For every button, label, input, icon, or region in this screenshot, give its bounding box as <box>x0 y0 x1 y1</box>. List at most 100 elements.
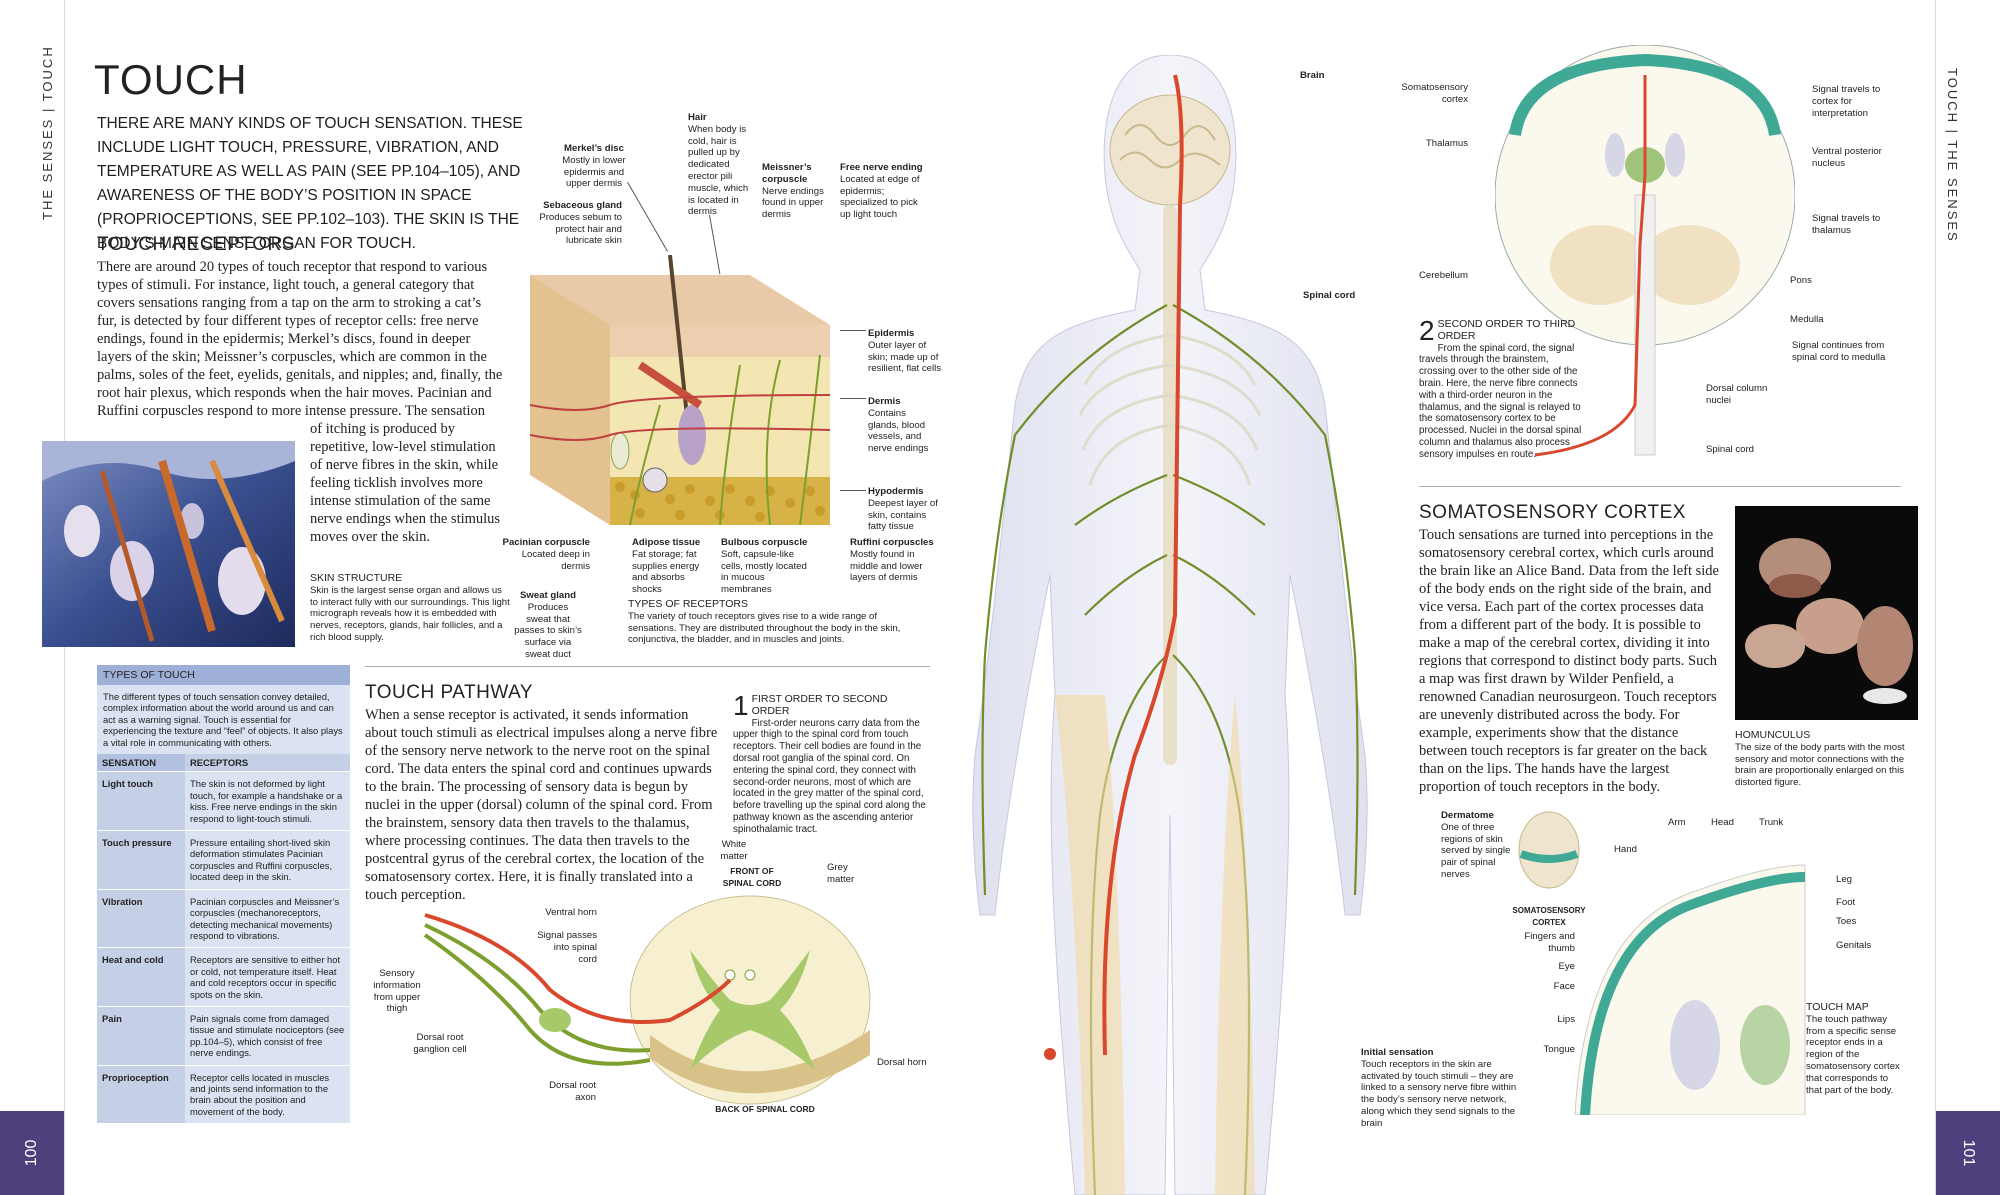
touch-receptors-text: There are around 20 types of touch recep… <box>97 258 517 546</box>
label-title: Sebaceous gland <box>543 200 622 211</box>
running-head-right: TOUCH | THE SENSES <box>1945 68 1960 243</box>
leader-line <box>840 398 866 399</box>
leader-line <box>840 330 866 331</box>
skin-micrograph-art <box>42 441 295 647</box>
types-of-touch-heading: TYPES OF TOUCH <box>97 665 350 685</box>
label-text: Nerve endings found in upper dermis <box>762 185 824 221</box>
skin-structure-caption: SKIN STRUCTURE Skin is the largest sense… <box>310 572 510 644</box>
text-line: of itching is produced by <box>310 421 455 437</box>
step-2-text: 2 SECOND ORDER TO THIRD ORDER From the s… <box>1419 317 1587 461</box>
text-line: Ruffini corpuscles respond to more inten… <box>97 403 486 419</box>
text-line: types of stimuli. For instance, light to… <box>97 277 475 293</box>
label-white-matter: White matter <box>720 839 748 862</box>
label-head: Head <box>1711 817 1734 828</box>
step-1-body: First-order neurons carry data from the … <box>733 717 926 835</box>
receptor-cell: Pain signals come from damaged tissue an… <box>185 1006 350 1066</box>
label-title: Pacinian corpuscle <box>502 537 590 548</box>
label-text: One of three regions of skin served by s… <box>1441 821 1511 880</box>
right-page-edge: TOUCH | THE SENSES 101 <box>1935 0 2000 1195</box>
label-thalamus: Thalamus <box>1425 138 1468 149</box>
label-text: Produces sebum to protect hair and lubri… <box>539 211 622 247</box>
label-signal-to-cortex: Signal travels to cortex for interpretat… <box>1812 84 1881 119</box>
skin-micrograph <box>42 441 295 647</box>
text-line: There are around 20 types of touch recep… <box>97 259 488 275</box>
touch-map-caption: TOUCH MAP The touch pathway from a speci… <box>1806 1001 1901 1096</box>
somatosensory-cortex-band <box>1509 53 1781 137</box>
signal-path <box>424 913 732 1024</box>
page-number-left: 100 <box>23 1139 40 1167</box>
step-1-heading: FIRST ORDER TO SECOND ORDER <box>751 693 888 717</box>
intro-text: THERE ARE MANY KINDS OF TOUCH SENSATION.… <box>97 115 523 252</box>
receptor-cell: Receptor cells located in muscles and jo… <box>185 1065 350 1125</box>
skin-block-illustration <box>529 255 831 526</box>
text-line: fur, is detected by four different types… <box>97 313 479 329</box>
text-line: endings, found in the epidermis; Merkel’… <box>97 331 471 347</box>
label-pons: Pons <box>1790 275 1812 286</box>
label-spinal-cord-body: Spinal cord <box>1303 290 1356 301</box>
small-brain-icon <box>1518 811 1580 889</box>
label-text: Located deep in dermis <box>521 548 590 572</box>
leader-line <box>627 182 668 252</box>
label-foot: Foot <box>1836 897 1856 908</box>
skin-structure-heading: SKIN STRUCTURE <box>310 572 403 584</box>
types-of-receptors-heading: TYPES OF RECEPTORS <box>628 598 748 610</box>
page-number-left-tab: 100 <box>0 1111 64 1195</box>
label-text: Mostly found in middle and lower layers … <box>850 548 923 584</box>
label-text: Fat storage; fat supplies energy and abs… <box>632 548 700 596</box>
types-of-touch-intro: The different types of touch sensation c… <box>103 691 343 748</box>
label-signal-passes: Signal passes into spinal cord <box>537 930 597 965</box>
homunculus-caption: HOMUNCULUS The size of the body parts wi… <box>1735 729 1915 789</box>
homunculus-text: The size of the body parts with the most… <box>1735 741 1905 789</box>
text-line: repetitive, low-level stimulation <box>310 439 496 455</box>
skin-surface <box>530 275 830 325</box>
label-sensory-information: Sensory information from upper thigh <box>373 968 421 1015</box>
touch-map-cortex-section <box>1574 864 1806 1115</box>
section-divider <box>1419 486 1901 487</box>
label-text: Mostly in lower epidermis and upper derm… <box>562 154 626 190</box>
cord-white-matter <box>629 895 871 1105</box>
section-divider <box>365 666 930 667</box>
col-header-receptors: RECEPTORS <box>185 754 350 773</box>
label-dorsal-horn: Dorsal horn <box>877 1057 927 1068</box>
label-title: Sweat gland <box>520 590 576 601</box>
label-medulla: Medulla <box>1790 314 1824 325</box>
brain-shape <box>1109 94 1231 206</box>
cord-grey-matter <box>690 950 815 1070</box>
receptor-cell: Receptors are sensitive to either hot or… <box>185 947 350 1007</box>
brain-signal-path <box>1534 75 1647 457</box>
label-title: Epidermis <box>868 328 915 339</box>
sweat-gland <box>642 467 668 493</box>
sensation-cell: Pain <box>97 1006 185 1066</box>
types-of-touch-panel: TYPES OF TOUCH The different types of to… <box>97 665 350 1125</box>
leader-line <box>840 490 866 491</box>
label-title: Dermis <box>868 396 901 407</box>
skin-structure-text: Skin is the largest sense organ and allo… <box>310 584 510 643</box>
ribcage <box>1078 333 1262 486</box>
label-text: Soft, capsule-like cells, mostly located… <box>721 548 807 596</box>
homunculus-photo <box>1735 506 1918 720</box>
step-2-heading: SECOND ORDER TO THIRD ORDER <box>1437 318 1576 342</box>
label-dorsal-root-ganglion: Dorsal root ganglion cell <box>413 1032 467 1055</box>
sensation-cell: Light touch <box>97 771 185 832</box>
text-line: palms, soles of the feet, eyelids, genit… <box>97 367 503 383</box>
homunculus-heading: HOMUNCULUS <box>1735 729 1811 741</box>
cerebellum-shape <box>1550 225 1650 305</box>
label-signal-to-thalamus: Signal travels to thalamus <box>1812 213 1881 236</box>
label-trunk: Trunk <box>1759 817 1784 828</box>
